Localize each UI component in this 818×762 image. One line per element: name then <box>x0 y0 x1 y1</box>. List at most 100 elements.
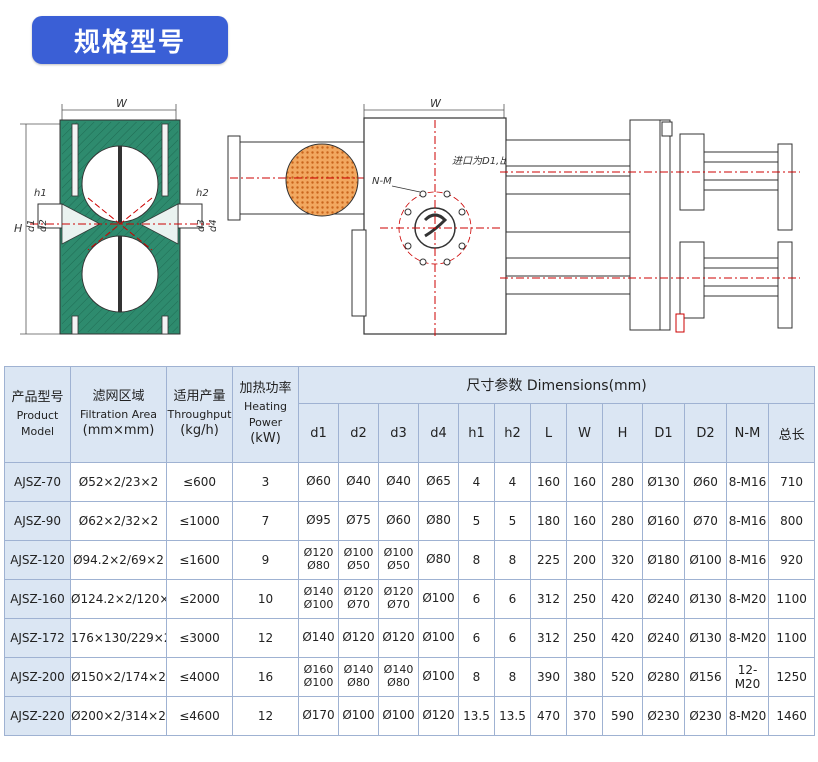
dim-h1: h1 <box>34 188 47 199</box>
table-cell: Ø160 <box>642 501 685 541</box>
col-dim-0: d1 <box>298 403 339 463</box>
col-dim-7: W <box>566 403 603 463</box>
table-cell: 370 <box>566 696 603 736</box>
table-cell: ≤1000 <box>166 501 233 541</box>
col-heating: 加热功率 Heating Power (kW) <box>232 366 299 463</box>
table-cell: 8-M16 <box>726 462 769 502</box>
cell-line: Ø40 <box>386 474 411 489</box>
cell-line: Ø140 <box>343 663 374 677</box>
table-cell: 9 <box>232 540 299 580</box>
col-dimensions: 尺寸参数 Dimensions(mm) <box>297 366 816 404</box>
table-cell: Ø100 <box>378 696 419 736</box>
table-cell: Ø100 <box>338 696 379 736</box>
spec-table: 产品型号 Product Model 滤网区域 Filtration Area … <box>4 366 816 736</box>
table-cell: ≤1600 <box>166 540 233 580</box>
col-dim-2: d3 <box>378 403 419 463</box>
table-cell: 8 <box>494 657 531 697</box>
cell-line: Ø95 <box>306 513 331 528</box>
table-cell: AJSZ-120 <box>4 540 71 580</box>
cell-line: Ø100 <box>382 708 415 723</box>
col-dim-8: H <box>602 403 643 463</box>
table-cell: 390 <box>530 657 567 697</box>
table-cell: Ø130 <box>642 462 685 502</box>
dim-h2: h2 <box>196 188 209 199</box>
table-cell: 160 <box>566 501 603 541</box>
table-cell: 590 <box>602 696 643 736</box>
table-row: AJSZ-160Ø124.2×2/120×2≤200010Ø140Ø100Ø12… <box>4 579 816 619</box>
cell-line: Ø75 <box>346 513 371 528</box>
cell-line: Ø100 <box>343 546 374 560</box>
table-cell: 1460 <box>767 696 816 736</box>
cell-line: Ø120 <box>343 585 374 599</box>
cell-line: Ø120 <box>383 585 414 599</box>
table-cell: 280 <box>602 501 643 541</box>
cell-line: Ø80 <box>307 559 330 572</box>
table-cell: 6 <box>494 579 531 619</box>
table-cell: Ø65 <box>418 462 459 502</box>
table-cell: 176×130/229×2 <box>70 618 167 658</box>
col-dim-12: 总长 <box>767 403 816 463</box>
table-cell: Ø100 <box>684 540 727 580</box>
dim-h-left: H <box>14 222 22 235</box>
table-cell: Ø140 <box>298 618 339 658</box>
table-cell: 5 <box>458 501 495 541</box>
dim-d3: d3 <box>196 219 207 232</box>
cell-line: Ø80 <box>426 552 451 567</box>
dim-d1: d1 <box>26 219 37 232</box>
table-cell: 200 <box>566 540 603 580</box>
col-throughput: 适用产量 Throughput (kg/h) <box>166 366 233 463</box>
technical-drawing: W H h1 h2 d1 d2 d3 d4 <box>14 97 800 336</box>
table-cell: Ø120 <box>338 618 379 658</box>
table-cell: 5 <box>494 501 531 541</box>
table-cell: AJSZ-70 <box>4 462 71 502</box>
col-dim-1: d2 <box>338 403 379 463</box>
table-cell: 520 <box>602 657 643 697</box>
side-view: W N-M 进口为D1,出口为D2 <box>227 97 800 336</box>
cell-line: Ø100 <box>303 676 334 689</box>
table-cell: Ø230 <box>684 696 727 736</box>
table-cell: Ø130 <box>684 618 727 658</box>
table-cell: Ø62×2/32×2 <box>70 501 167 541</box>
col-dim-11: N-M <box>726 403 769 463</box>
table-cell: 8-M20 <box>726 618 769 658</box>
table-cell: 13.5 <box>494 696 531 736</box>
table-cell: 280 <box>602 462 643 502</box>
table-cell: Ø40 <box>378 462 419 502</box>
cell-line: Ø120 <box>303 546 334 560</box>
table-cell: AJSZ-90 <box>4 501 71 541</box>
dim-w-right: W <box>430 97 442 110</box>
table-cell: 420 <box>602 618 643 658</box>
table-cell: 320 <box>602 540 643 580</box>
table-cell: Ø52×2/23×2 <box>70 462 167 502</box>
cell-line: Ø80 <box>426 513 451 528</box>
table-cell: 3 <box>232 462 299 502</box>
table-cell: ≤4000 <box>166 657 233 697</box>
table-cell: Ø170 <box>298 696 339 736</box>
table-cell: Ø240 <box>642 618 685 658</box>
table-cell: 920 <box>767 540 816 580</box>
table-cell: 16 <box>232 657 299 697</box>
page-title: 规格型号 <box>32 16 228 64</box>
table-cell: 6 <box>458 618 495 658</box>
cell-line: Ø120 <box>342 630 375 645</box>
table-cell: Ø94.2×2/69×2 <box>70 540 167 580</box>
table-cell: Ø240 <box>642 579 685 619</box>
cell-line: Ø70 <box>387 598 410 611</box>
table-cell: ≤3000 <box>166 618 233 658</box>
cell-line: Ø170 <box>302 708 335 723</box>
table-cell: AJSZ-200 <box>4 657 71 697</box>
cell-line: Ø50 <box>347 559 370 572</box>
table-cell: 4 <box>458 462 495 502</box>
cell-line: Ø100 <box>383 546 414 560</box>
table-cell: Ø60 <box>378 501 419 541</box>
table-cell: Ø75 <box>338 501 379 541</box>
table-cell: Ø60 <box>684 462 727 502</box>
